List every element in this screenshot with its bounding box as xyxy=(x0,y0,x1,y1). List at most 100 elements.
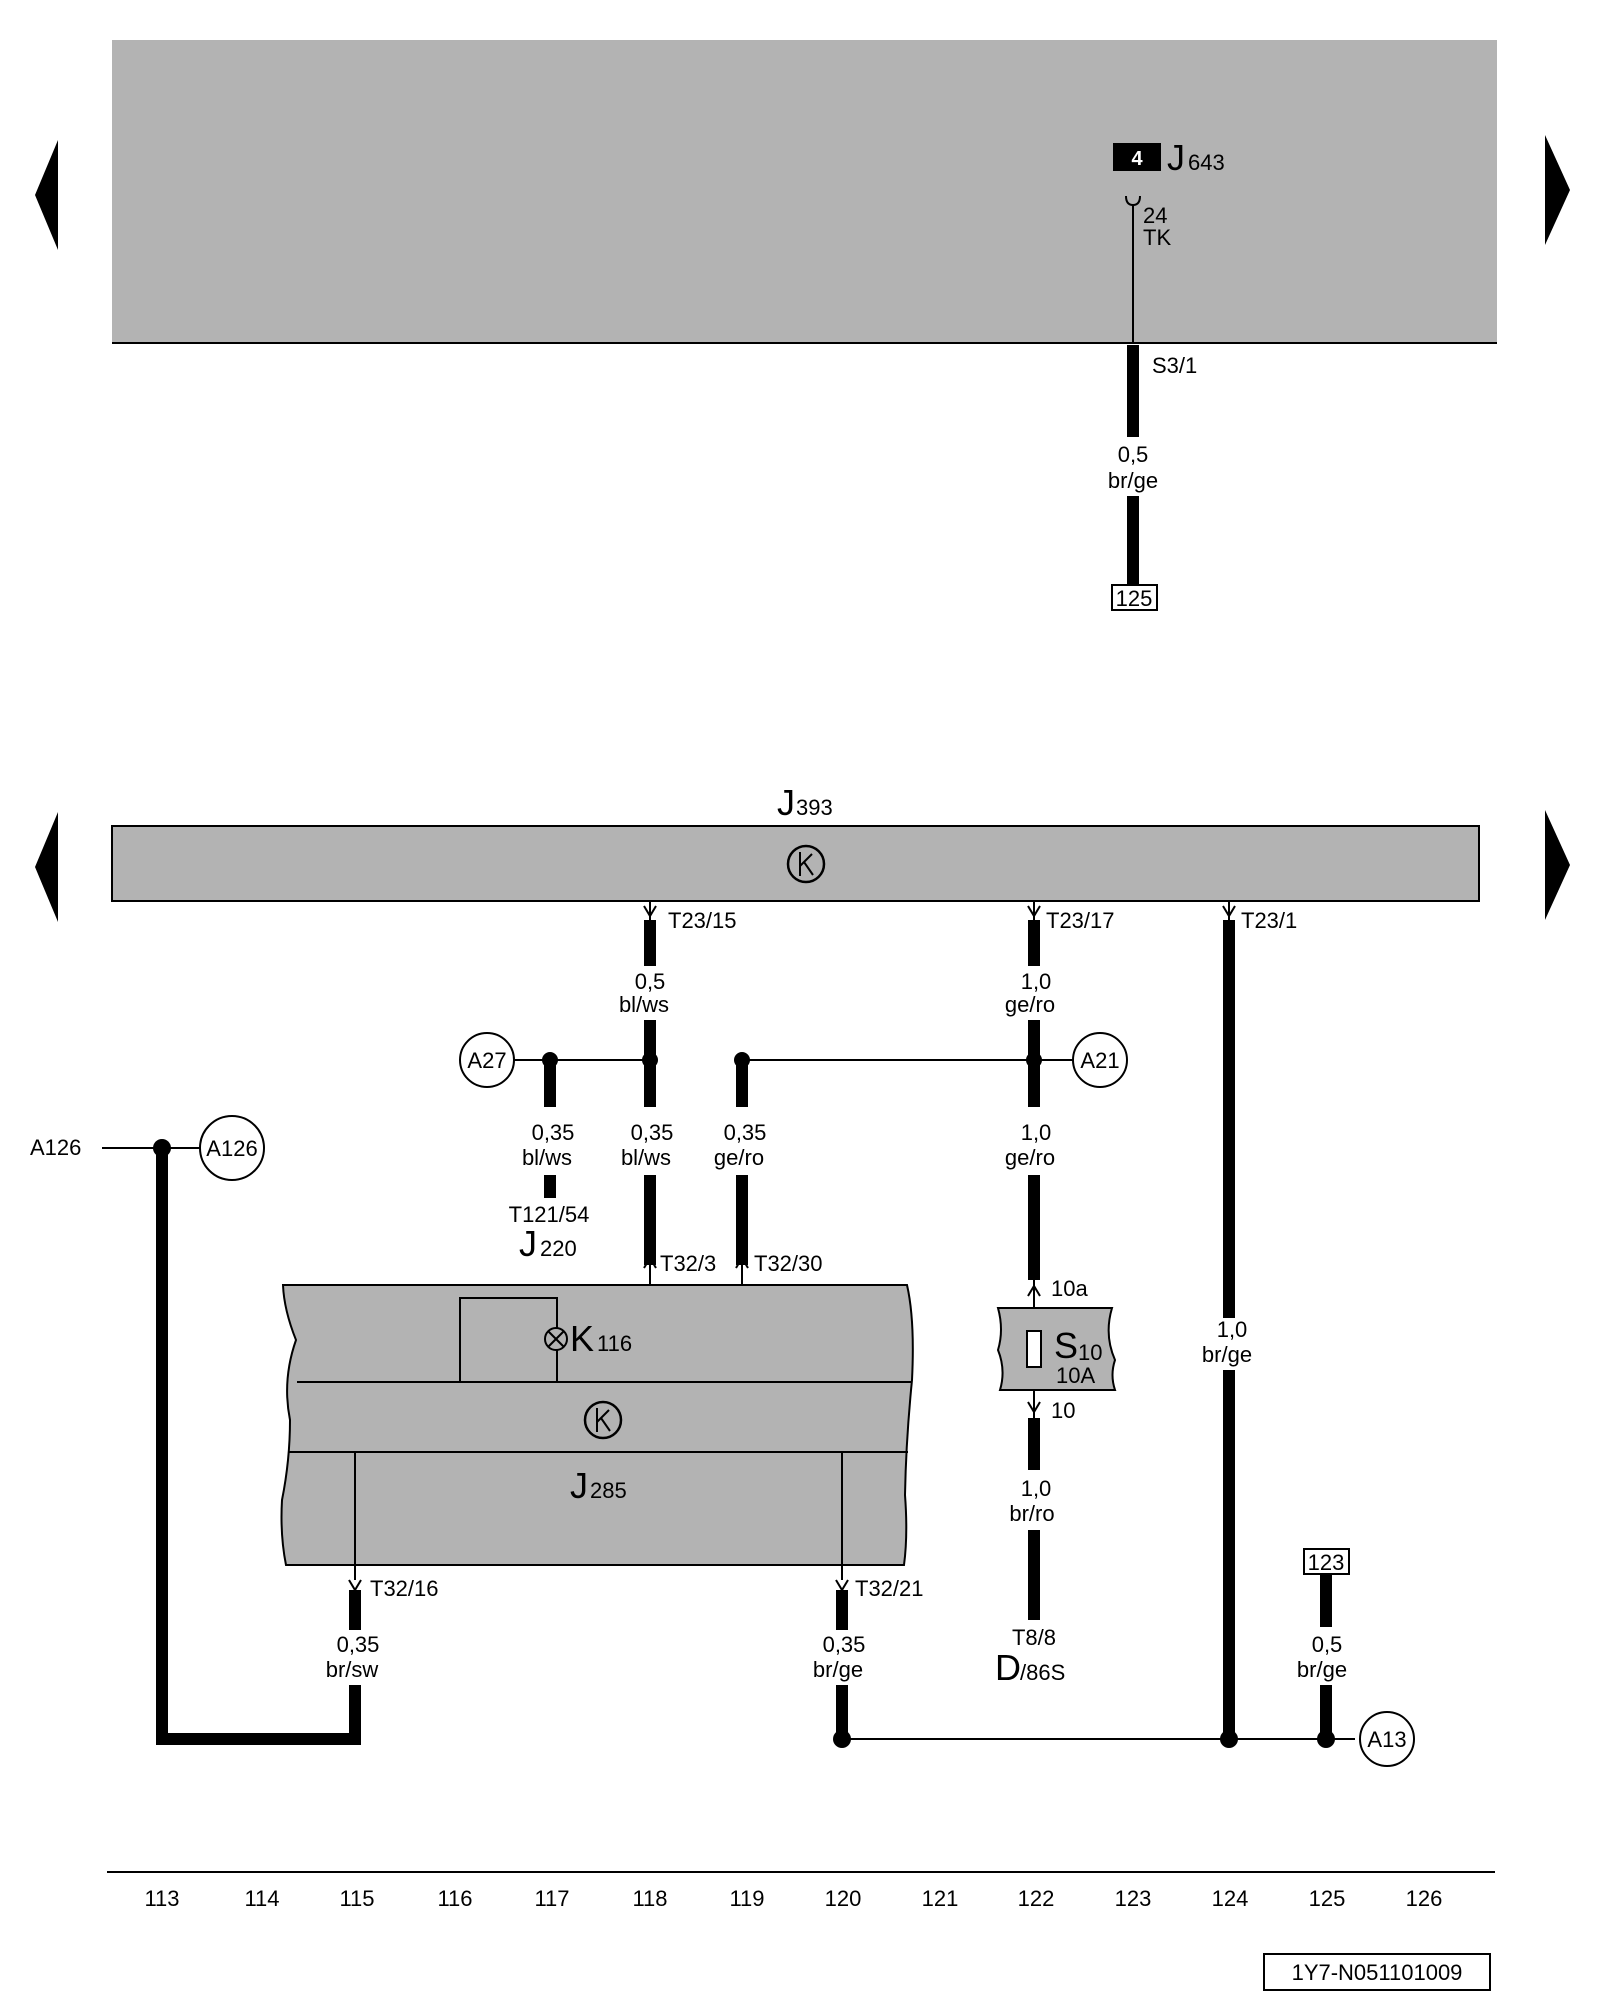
pin-tk-label: TK xyxy=(1143,225,1171,250)
column-number: 116 xyxy=(437,1886,472,1911)
connector-a21 xyxy=(1072,1032,1128,1088)
connector-a21-label: A21 xyxy=(1080,1048,1119,1073)
wire3-color: bl/ws xyxy=(522,1145,572,1170)
j643-sub: 643 xyxy=(1188,150,1225,175)
wire9-color: br/sw xyxy=(326,1657,379,1682)
wire3-size: 0,35 xyxy=(532,1120,575,1145)
j220-sub: 220 xyxy=(540,1236,577,1261)
k116-warning-lamp-icon xyxy=(544,1327,568,1351)
j393-control-unit-symbol-icon xyxy=(786,844,826,884)
wire6-size: 1,0 xyxy=(1021,1120,1052,1145)
pin-10: 10 xyxy=(1051,1398,1075,1423)
connector-a126-label: A126 xyxy=(206,1136,257,1161)
pin-t121-54: T121/54 xyxy=(509,1202,590,1227)
s10-rating: 10A xyxy=(1056,1363,1095,1388)
ref-123-box xyxy=(1303,1548,1350,1575)
column-number: 119 xyxy=(729,1886,764,1911)
j393-module xyxy=(111,825,1480,902)
column-number: 118 xyxy=(632,1886,667,1911)
pin-t8-8: T8/8 xyxy=(1012,1625,1056,1650)
s10-letter: S xyxy=(1054,1325,1078,1366)
a126-left-label: A126 xyxy=(30,1135,81,1160)
pin-t32-16: T32/16 xyxy=(370,1576,439,1601)
pin-t32-30: T32/30 xyxy=(754,1251,823,1276)
wire5-size: 0,35 xyxy=(724,1120,767,1145)
page-next-arrow-top[interactable] xyxy=(1545,135,1570,245)
j393-letter: J xyxy=(777,782,795,823)
pin-t23-15: T23/15 xyxy=(668,908,737,933)
s10-fuse-icon xyxy=(1026,1330,1042,1368)
ref-125-text: 125 xyxy=(1116,586,1153,611)
wire6-color: ge/ro xyxy=(1005,1145,1055,1170)
column-number: 121 xyxy=(922,1886,959,1911)
pin-t23-1: T23/1 xyxy=(1241,908,1297,933)
wire2-color: ge/ro xyxy=(1005,992,1055,1017)
s10-sub: 10 xyxy=(1078,1340,1102,1365)
j643-badge xyxy=(1113,143,1161,171)
top-wire-color: br/ge xyxy=(1108,468,1158,493)
wire1-size: 0,5 xyxy=(635,969,666,994)
d-letter: D xyxy=(995,1647,1021,1688)
k116-letter: K xyxy=(570,1318,594,1359)
j393-label: J 393 xyxy=(777,782,833,823)
column-number: 124 xyxy=(1212,1886,1249,1911)
wire11-size: 0,5 xyxy=(1312,1632,1343,1657)
j285-letter: J xyxy=(570,1465,588,1506)
page-prev-arrow-bottom[interactable] xyxy=(35,812,58,922)
k116-sub: 116 xyxy=(597,1331,632,1356)
wire4-size: 0,35 xyxy=(631,1120,674,1145)
pin-t32-21: T32/21 xyxy=(855,1576,924,1601)
pin-10a: 10a xyxy=(1051,1276,1088,1301)
wire5-color: ge/ro xyxy=(714,1145,764,1170)
column-number: 122 xyxy=(1018,1886,1055,1911)
connector-a13 xyxy=(1359,1711,1415,1767)
j643-label: 4 J 643 xyxy=(1113,137,1225,178)
top-wire-size: 0,5 xyxy=(1118,442,1149,467)
j643-letter: J xyxy=(1167,137,1185,178)
ref-125-box xyxy=(1111,584,1158,611)
wire10-color: br/ge xyxy=(813,1657,863,1682)
footer-code: 1Y7-N051101009 xyxy=(1292,1960,1463,1985)
top-module-area xyxy=(112,40,1497,343)
d-sub: /86S xyxy=(1020,1660,1065,1685)
wire4-color: bl/ws xyxy=(621,1145,671,1170)
wire1-color: bl/ws xyxy=(619,992,669,1017)
connector-a27-label: A27 xyxy=(467,1048,506,1073)
wire9-size: 0,35 xyxy=(337,1632,380,1657)
column-numbers: 113 114 115 116 117 118 119 120 121 122 … xyxy=(144,1886,1442,1911)
wire8-color: br/ro xyxy=(1009,1501,1054,1526)
footer-code-box xyxy=(1263,1953,1491,1991)
page-prev-arrow-top[interactable] xyxy=(35,140,58,250)
pin-arrow-t32-16 xyxy=(348,1579,362,1592)
wire7-color: br/ge xyxy=(1202,1342,1252,1367)
j285-sub: 285 xyxy=(590,1478,627,1503)
j285-control-unit-symbol-icon xyxy=(583,1400,623,1440)
column-number: 113 xyxy=(144,1886,179,1911)
wire7-size: 1,0 xyxy=(1217,1317,1248,1342)
wire10-size: 0,35 xyxy=(823,1632,866,1657)
j643-badge-text: 4 xyxy=(1131,148,1143,170)
wire2-size: 1,0 xyxy=(1021,969,1052,994)
column-number: 123 xyxy=(1115,1886,1152,1911)
column-number: 120 xyxy=(825,1886,862,1911)
column-number: 115 xyxy=(339,1886,374,1911)
page-next-arrow-bottom[interactable] xyxy=(1545,810,1570,920)
connector-a13-label: A13 xyxy=(1367,1727,1406,1752)
pin-arrow-t32-21 xyxy=(835,1579,849,1592)
pin-24-label: 24 xyxy=(1143,203,1167,228)
column-number: 114 xyxy=(244,1886,279,1911)
column-number: 117 xyxy=(534,1886,569,1911)
j393-sub: 393 xyxy=(796,795,833,820)
connector-a126 xyxy=(199,1115,265,1181)
column-number: 125 xyxy=(1309,1886,1346,1911)
s10-fuse-box xyxy=(996,1307,1117,1391)
ref-123-text: 123 xyxy=(1308,1550,1345,1575)
j220-letter: J xyxy=(519,1223,537,1264)
pin-t32-3: T32/3 xyxy=(660,1251,716,1276)
s3-1-label: S3/1 xyxy=(1152,353,1197,378)
wire11-color: br/ge xyxy=(1297,1657,1347,1682)
column-number: 126 xyxy=(1406,1886,1443,1911)
wire8-size: 1,0 xyxy=(1021,1476,1052,1501)
pin-t23-17: T23/17 xyxy=(1046,908,1115,933)
